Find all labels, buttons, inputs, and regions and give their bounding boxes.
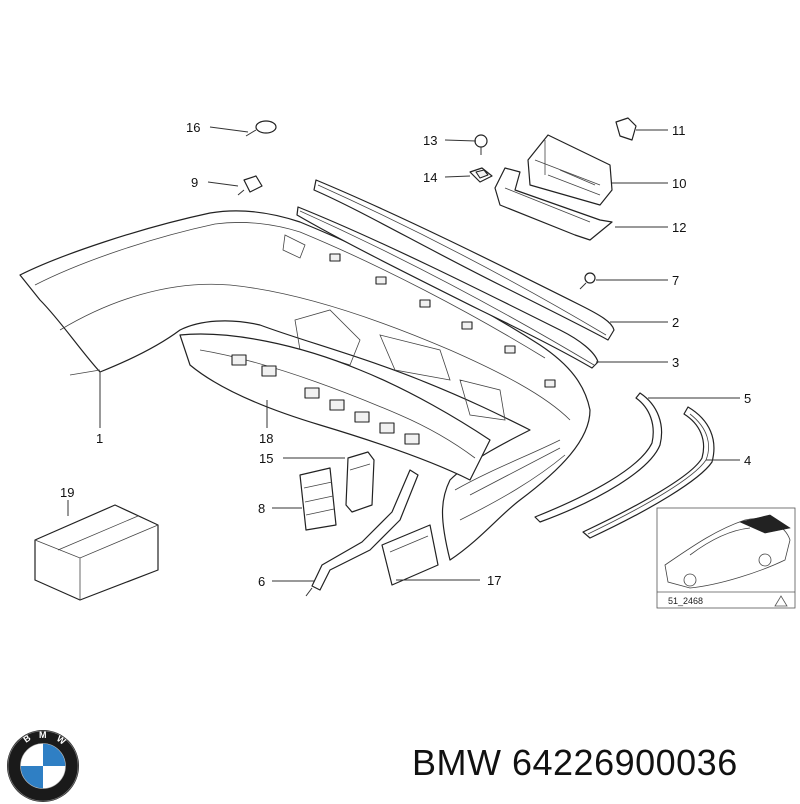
bmw-logo: B M W (7, 730, 79, 802)
callout-14: 14 (423, 170, 437, 185)
callout-7: 7 (672, 273, 679, 288)
callout-1: 1 (96, 431, 103, 446)
leader-lines (67, 126, 740, 582)
callout-10: 10 (672, 176, 686, 191)
bracket-8 (299, 467, 337, 531)
callout-9: 9 (191, 175, 198, 190)
callout-13: 13 (423, 133, 437, 148)
callout-5: 5 (744, 391, 751, 406)
callout-6: 6 (258, 574, 265, 589)
nut-14 (469, 167, 493, 183)
callout-11: 11 (672, 123, 686, 138)
side-trim-right-4 (582, 406, 715, 539)
box-19 (34, 504, 159, 601)
tow-eye-cap-9 (237, 175, 263, 196)
callout-3: 3 (672, 355, 679, 370)
part-number-caption: BMW 64226900036 (412, 742, 738, 783)
callout-17: 17 (487, 573, 501, 588)
carrier-12 (494, 167, 613, 241)
screw-13 (474, 134, 488, 155)
callout-8: 8 (258, 501, 265, 516)
inset-code: 51_2468 (668, 596, 703, 606)
bumper-cover (19, 210, 591, 561)
trim-strip-lower (296, 206, 599, 369)
callout-4: 4 (744, 453, 751, 468)
harness-6 (305, 469, 419, 597)
holder-15 (345, 451, 375, 513)
trim-strip-upper (313, 179, 615, 341)
callout-19: 19 (60, 485, 74, 500)
callout-15: 15 (259, 451, 273, 466)
callout-2: 2 (672, 315, 679, 330)
callout-16: 16 (186, 120, 200, 135)
clip-11 (615, 117, 637, 141)
svg-text:M: M (39, 730, 47, 740)
callout-18: 18 (259, 431, 273, 446)
inset-thumbnail: 51_2468 (656, 507, 796, 609)
callout-labels: 16 9 13 14 11 10 12 7 2 3 5 4 1 18 15 8 … (60, 120, 751, 589)
sensor-bracket-17 (381, 524, 439, 586)
callout-12: 12 (672, 220, 686, 235)
svg-text:B: B (21, 732, 32, 744)
bracket-10 (527, 134, 613, 206)
lower-diffuser (179, 333, 491, 481)
cable-tie-16 (245, 120, 277, 137)
side-trim-right-5 (534, 392, 663, 523)
rivet-7 (579, 272, 596, 290)
